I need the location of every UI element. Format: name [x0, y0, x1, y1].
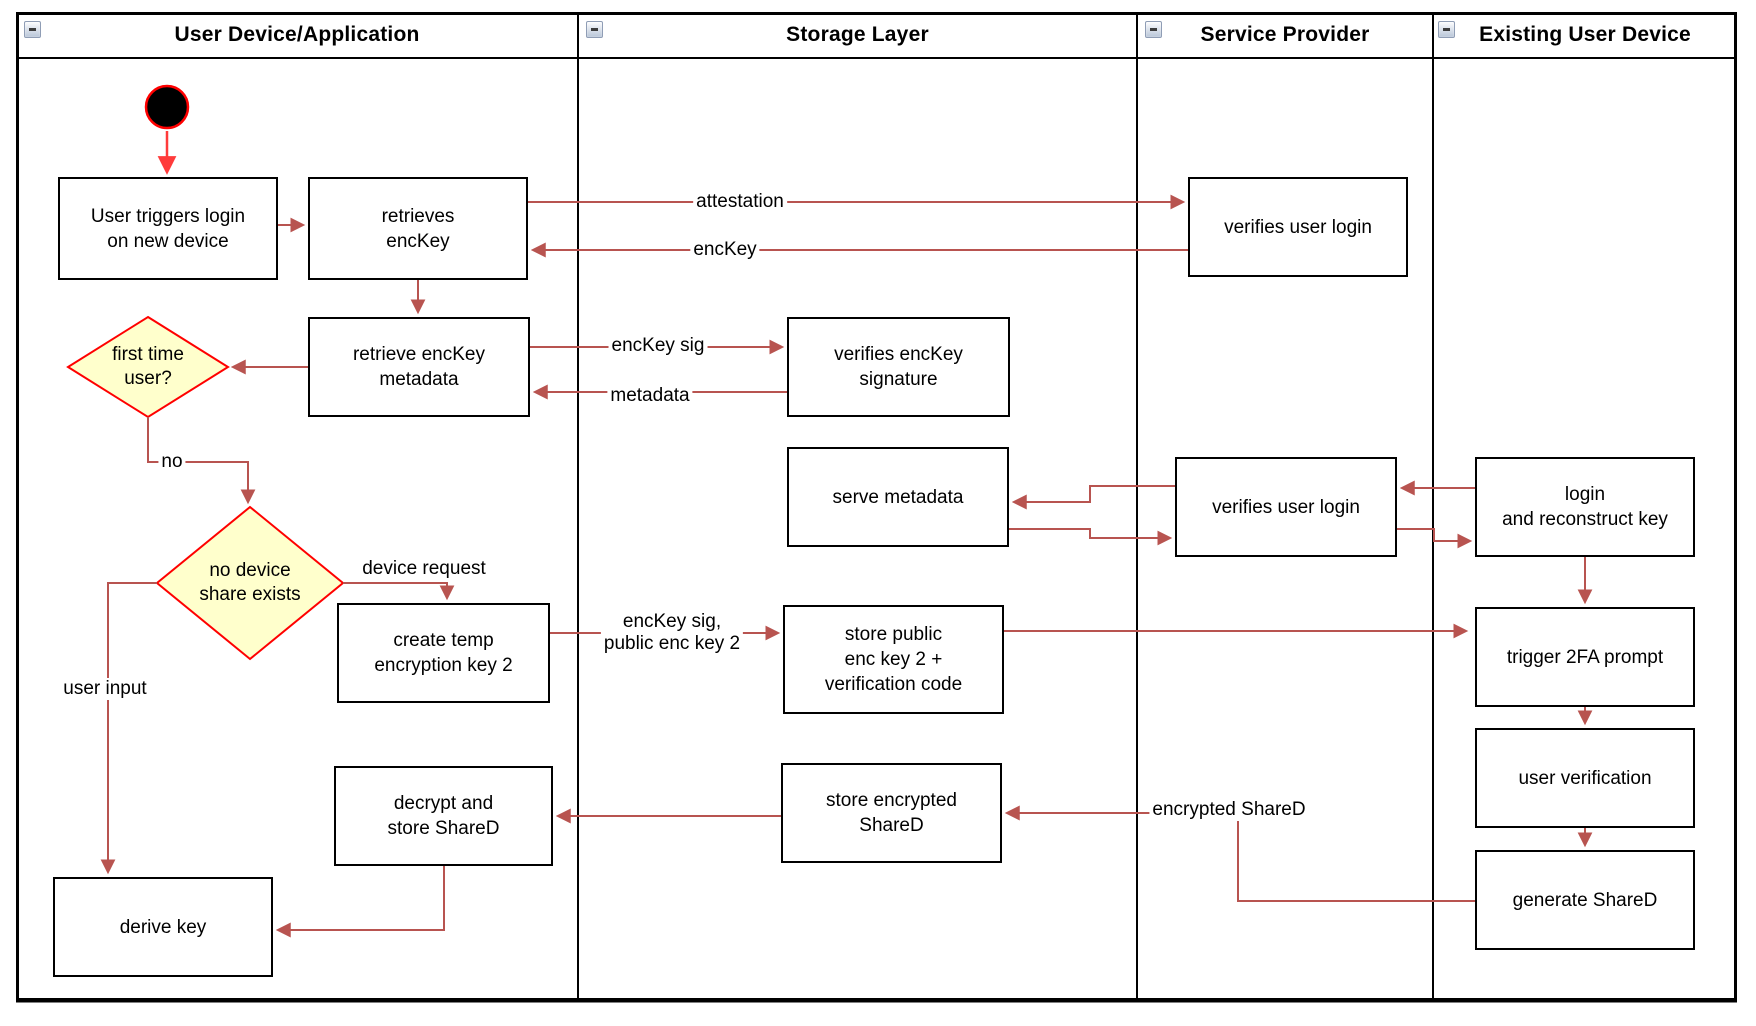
- activity-verifies-enckey-signature: verifies encKey signature: [787, 317, 1010, 417]
- activity-serve-metadata: serve metadata: [787, 447, 1009, 547]
- lane-header-storage-layer: Storage Layer: [578, 12, 1137, 58]
- edge-label-enckey-sig-public-enc-key-2: encKey sig, public enc key 2: [600, 611, 744, 655]
- edge-verifies2-to-serve-metadata: [1011, 485, 1175, 510]
- edge-label-encrypted-shared: encrypted ShareD: [1149, 799, 1309, 821]
- activity-trigger-2fa-prompt: trigger 2FA prompt: [1475, 607, 1695, 707]
- edge-user-input: [100, 582, 157, 875]
- edge-verifies2-to-login: [1397, 528, 1473, 549]
- edge-label-no: no: [158, 451, 186, 473]
- lane-title: Storage Layer: [786, 23, 929, 46]
- lane-title: Existing User Device: [1479, 23, 1691, 46]
- activity-create-temp-encryption-key-2: create temp encryption key 2: [337, 603, 550, 703]
- collapse-icon[interactable]: [586, 21, 603, 38]
- decision-label-first-time-user: first time user?: [112, 344, 184, 389]
- lane-title: User Device/Application: [174, 23, 420, 46]
- collapse-icon[interactable]: [24, 21, 41, 38]
- activity-retrieves-enckey: retrieves encKey: [308, 177, 528, 280]
- edge-label-metadata: metadata: [607, 385, 693, 407]
- activity-derive-key: derive key: [53, 877, 273, 977]
- edge-decrypt-to-derive-key: [275, 866, 445, 938]
- collapse-icon[interactable]: [1438, 21, 1455, 38]
- collapse-icon[interactable]: [1145, 21, 1162, 38]
- edge-serve-metadata-to-verifies2: [1009, 528, 1173, 546]
- lane-header-existing-user-device: Existing User Device: [1433, 12, 1737, 58]
- start-node: [144, 84, 190, 130]
- lane-header-service-provider: Service Provider: [1137, 12, 1433, 58]
- activity-store-public-enc-key-2: store public enc key 2 + verification co…: [783, 605, 1004, 714]
- edge-device-request: [343, 582, 455, 601]
- activity-verifies-user-login-2: verifies user login: [1175, 457, 1397, 557]
- activity-decrypt-and-store-shared: decrypt and store ShareD: [334, 766, 553, 866]
- activity-verifies-user-login-1: verifies user login: [1188, 177, 1408, 277]
- decision-label-no-device-share-exists: no device share exists: [199, 560, 301, 605]
- activity-retrieve-enckey-metadata: retrieve encKey metadata: [308, 317, 530, 417]
- activity-user-triggers-login: User triggers login on new device: [58, 177, 278, 280]
- edge-encrypted-shared: [1004, 805, 1475, 902]
- edge-label-attestation: attestation: [693, 191, 787, 213]
- activity-user-verification: user verification: [1475, 728, 1695, 828]
- activity-login-and-reconstruct-key: login and reconstruct key: [1475, 457, 1695, 557]
- decision-no-device-share-exists: [155, 505, 345, 661]
- lane-header-user-device: User Device/Application: [16, 12, 578, 58]
- pool-border: [16, 12, 1737, 1001]
- edge-no: [147, 417, 256, 505]
- lane-title: Service Provider: [1200, 23, 1370, 46]
- edge-label-enckey-sig: encKey sig: [608, 335, 708, 357]
- edge-label-device-request: device request: [359, 558, 489, 580]
- edge-label-user-input: user input: [60, 678, 150, 700]
- activity-store-encrypted-shared: store encrypted ShareD: [781, 763, 1002, 863]
- activity-generate-shared: generate ShareD: [1475, 850, 1695, 950]
- edge-label-enckey: encKey: [690, 239, 760, 261]
